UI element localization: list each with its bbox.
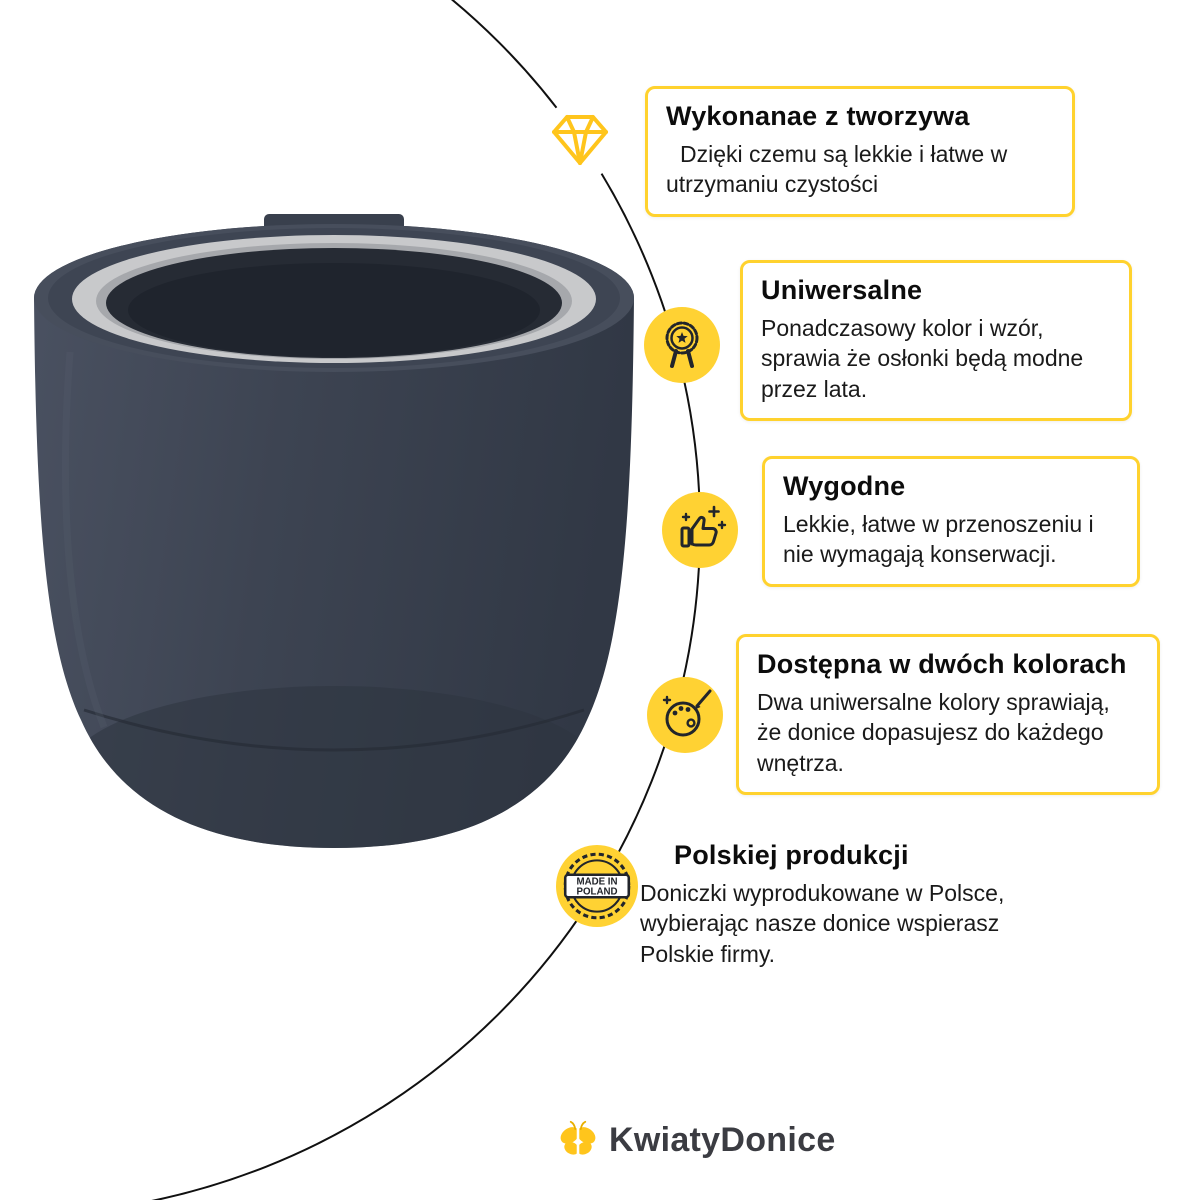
brand-logo: KwiatyDonice [556, 1120, 836, 1160]
made-in-poland-icon: MADE IN POLAND [556, 845, 638, 927]
feature-description: Ponadczasowy kolor i wzór, sprawia że os… [761, 315, 1084, 402]
feature-title: Wygodne [783, 471, 906, 501]
brand-name: KwiatyDonice [609, 1120, 836, 1159]
feature-card-material: Wykonanae z tworzywa Dzięki czemu są lek… [645, 86, 1075, 217]
butterfly-icon [560, 1120, 596, 1155]
product-image-pot [34, 214, 634, 848]
feature-description: Lekkie, łatwe w przenoszeniu i nie wymag… [783, 511, 1094, 568]
feature-description: Doniczki wyprodukowane w Polsce, wybiera… [640, 880, 1005, 967]
thumbs-up-icon [662, 492, 738, 568]
feature-card-polish-production: Polskiej produkcji Doniczki wyprodukowan… [640, 840, 1092, 969]
feature-card-universal: Uniwersalne Ponadczasowy kolor i wzór, s… [740, 260, 1132, 422]
feature-description: Dwa uniwersalne kolory sprawiają, że don… [757, 689, 1110, 776]
gem-icon [540, 100, 620, 180]
feature-title: Polskiej produkcji [674, 840, 909, 870]
stamp-line2: POLAND [576, 887, 617, 898]
feature-card-colors: Dostępna w dwóch kolorach Dwa uniwersaln… [736, 634, 1160, 796]
feature-title: Wykonanae z tworzywa [666, 101, 970, 131]
medal-icon [644, 307, 720, 383]
feature-title: Uniwersalne [761, 275, 923, 305]
feature-card-convenient: Wygodne Lekkie, łatwe w przenoszeniu i n… [762, 456, 1140, 587]
stamp-line1: MADE IN [576, 876, 617, 887]
feature-description: Dzięki czemu są lekkie i łatwe w utrzyma… [666, 141, 1008, 198]
feature-title: Dostępna w dwóch kolorach [757, 649, 1127, 679]
palette-icon [647, 677, 723, 753]
